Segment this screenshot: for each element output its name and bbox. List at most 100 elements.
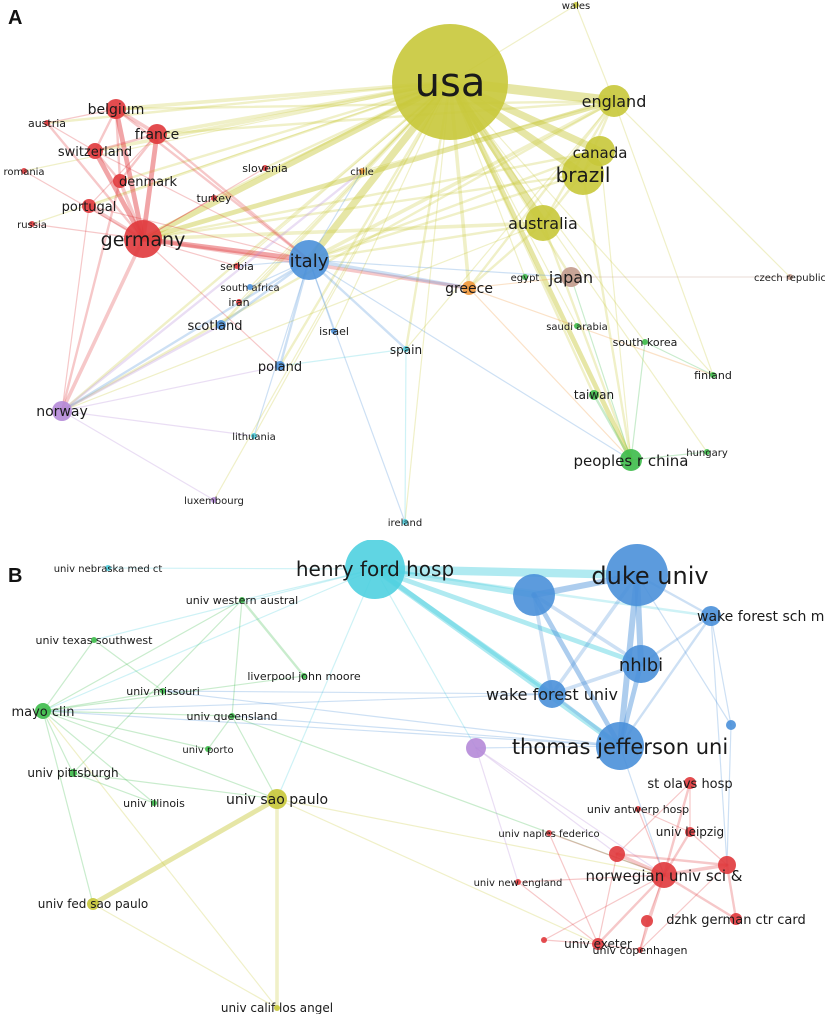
edge-univ-texas-southwest-univ-missouri xyxy=(93,639,164,692)
node-univ-exeter[interactable] xyxy=(592,938,604,950)
label-wales: wales xyxy=(562,1,590,12)
node-wake-forest-univ[interactable] xyxy=(538,680,566,708)
edge-switzerland-austria xyxy=(46,122,96,152)
label-iran: iran xyxy=(228,296,249,309)
node-usa[interactable] xyxy=(392,24,508,140)
node-univ-copenhagen[interactable] xyxy=(637,947,643,953)
node-duke-univ[interactable] xyxy=(606,544,668,606)
node-univ-calif-los-angel[interactable] xyxy=(274,1005,280,1011)
node-taiwan[interactable] xyxy=(589,390,599,400)
node-germany[interactable] xyxy=(124,220,162,258)
node-england[interactable] xyxy=(598,85,630,117)
node-blue-hub[interactable] xyxy=(513,574,555,616)
node-norway[interactable] xyxy=(52,401,72,421)
node-red-c[interactable] xyxy=(641,915,653,927)
node-france[interactable] xyxy=(147,124,167,144)
node-denmark[interactable] xyxy=(113,174,127,188)
node-portugal[interactable] xyxy=(82,199,96,213)
node-univ-queensland[interactable] xyxy=(229,713,235,719)
node-st-olavs-hosp[interactable] xyxy=(684,777,696,789)
node-univ-texas-southwest[interactable] xyxy=(91,637,97,643)
label-norwegian-univ-sci: norwegian univ sci & xyxy=(585,867,742,885)
node-brazil[interactable] xyxy=(562,153,604,195)
node-spain[interactable] xyxy=(403,346,409,352)
node-australia[interactable] xyxy=(525,205,561,241)
node-univ-illinois[interactable] xyxy=(151,800,157,806)
node-belgium[interactable] xyxy=(106,99,126,119)
label-saudi-arabia: saudi arabia xyxy=(546,322,608,333)
node-thomas-jefferson-uni[interactable] xyxy=(596,722,644,770)
node-slovenia[interactable] xyxy=(262,165,268,171)
label-duke-univ: duke univ xyxy=(591,562,708,590)
node-univ-western-austral[interactable] xyxy=(239,597,245,603)
node-turkey[interactable] xyxy=(211,195,217,201)
node-south-korea[interactable] xyxy=(642,339,648,345)
node-liverpool-john-moore[interactable] xyxy=(301,673,307,679)
node-wales[interactable] xyxy=(573,2,579,8)
label-univ-nebraska-med-ct: univ nebraska med ct xyxy=(54,564,163,575)
node-red-a[interactable] xyxy=(609,846,625,862)
node-south-africa[interactable] xyxy=(247,284,253,290)
panel-a-country-network: A usawalesenglandcanadabrazilaustraliabe… xyxy=(3,1,825,529)
node-univ-pittsburgh[interactable] xyxy=(69,769,77,777)
node-chile[interactable] xyxy=(359,168,365,174)
edge-univ-sao-paulo-univ-exeter xyxy=(276,798,599,945)
node-italy[interactable] xyxy=(289,240,329,280)
label-greece: greece xyxy=(445,281,493,297)
edge-henry-ford-hosp-univ-nebraska-med-ct xyxy=(107,567,376,570)
node-poland[interactable] xyxy=(275,361,285,371)
node-serbia[interactable] xyxy=(234,263,240,269)
edge-germany-norway xyxy=(60,237,145,413)
node-dzhk-german-ctr-card[interactable] xyxy=(730,913,742,925)
node-romania[interactable] xyxy=(21,168,27,174)
node-norwegian-univ-sci[interactable] xyxy=(651,862,677,888)
node-purple-node[interactable] xyxy=(466,738,486,758)
node-greece[interactable] xyxy=(462,281,476,295)
node-red-d[interactable] xyxy=(541,937,547,943)
node-univ-fed-sao-paulo[interactable] xyxy=(87,898,99,910)
edge-brazil-italy xyxy=(307,172,585,262)
node-iran[interactable] xyxy=(236,299,242,305)
node-univ-leipzig[interactable] xyxy=(685,827,695,837)
node-univ-naples-federico[interactable] xyxy=(546,830,552,836)
node-mayo-clin[interactable] xyxy=(35,703,51,719)
edge-purple-node-red-a xyxy=(475,747,618,855)
node-wake-forest-sch-med[interactable] xyxy=(701,606,721,626)
edge-red-a-univ-exeter xyxy=(597,853,618,945)
node-saudi-arabia[interactable] xyxy=(574,323,580,329)
node-nhlbi[interactable] xyxy=(622,645,660,683)
node-finland[interactable] xyxy=(710,372,716,378)
node-ireland[interactable] xyxy=(402,519,408,525)
label-egypt: egypt xyxy=(511,273,540,284)
label-italy: italy xyxy=(290,251,329,272)
node-univ-porto[interactable] xyxy=(205,746,211,752)
node-univ-missouri[interactable] xyxy=(160,688,166,694)
node-peoples-r-china[interactable] xyxy=(620,449,642,471)
edge-france-portugal xyxy=(88,133,158,207)
node-israel[interactable] xyxy=(331,328,337,334)
edge-switzerland-italy xyxy=(94,150,310,261)
edge-spain-ireland xyxy=(404,348,407,523)
edge-norway-poland xyxy=(61,365,281,412)
node-czech-republic[interactable] xyxy=(787,274,793,280)
node-hungary[interactable] xyxy=(704,449,710,455)
node-univ-nebraska-med-ct[interactable] xyxy=(105,565,111,571)
label-univ-new-england: univ new england xyxy=(474,878,563,889)
node-henry-ford-hosp[interactable] xyxy=(345,540,405,599)
node-blue-small[interactable] xyxy=(726,720,736,730)
node-russia[interactable] xyxy=(29,221,35,227)
label-israel: israel xyxy=(319,325,349,338)
node-red-b[interactable] xyxy=(718,856,736,874)
node-univ-new-england[interactable] xyxy=(515,879,521,885)
node-lithuania[interactable] xyxy=(251,433,257,439)
node-univ-antwerp-hosp[interactable] xyxy=(635,806,641,812)
node-univ-sao-paulo[interactable] xyxy=(267,789,287,809)
panel-b-label: B xyxy=(8,565,22,587)
node-switzerland[interactable] xyxy=(87,143,103,159)
node-egypt[interactable] xyxy=(522,274,528,280)
node-austria[interactable] xyxy=(44,120,50,126)
node-scotland[interactable] xyxy=(216,320,226,330)
node-japan[interactable] xyxy=(561,267,581,287)
node-luxembourg[interactable] xyxy=(211,497,217,503)
edge-norway-lithuania xyxy=(61,410,255,437)
